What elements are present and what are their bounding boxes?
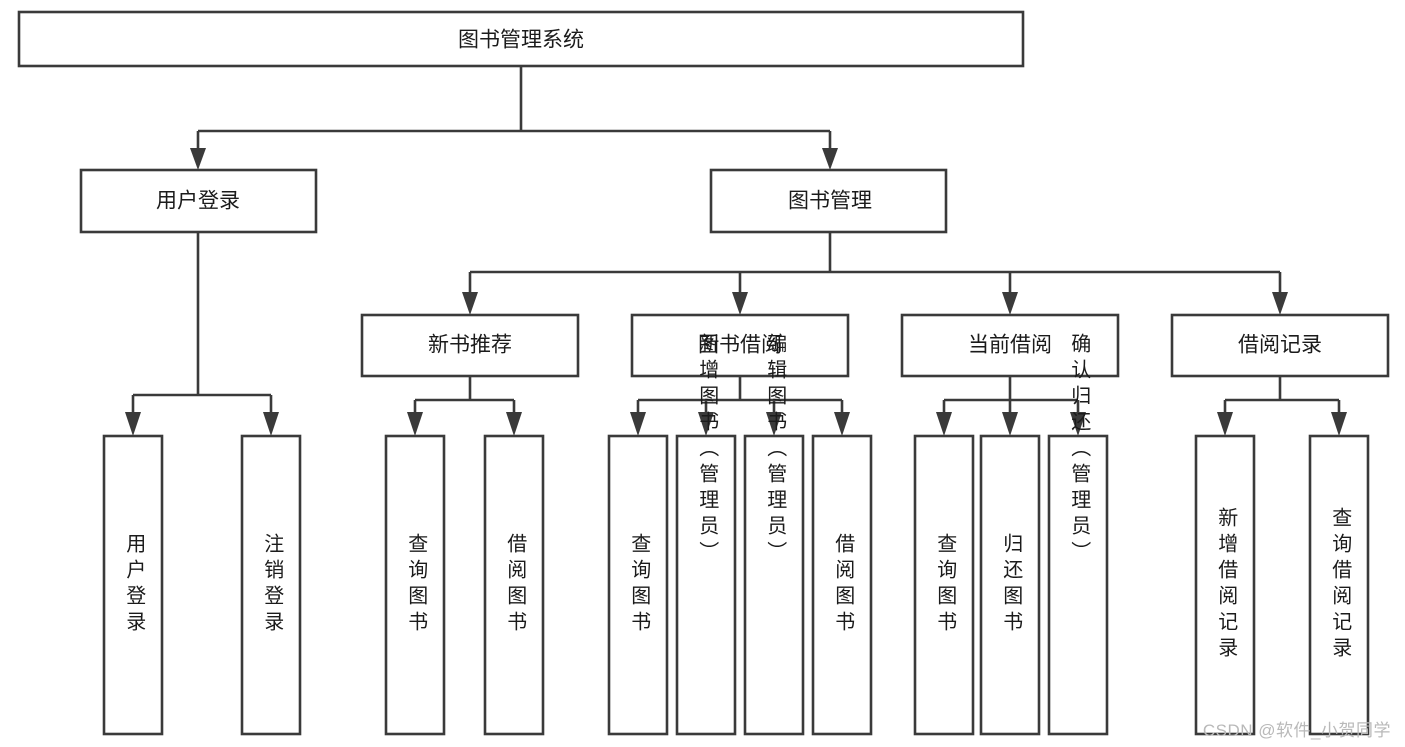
node-root[interactable]: 图书管理系统 <box>17 10 1025 68</box>
arrow-head-new-book-recommend <box>462 292 478 315</box>
leaf-node-br-add-record-box[interactable] <box>1194 434 1256 736</box>
leaf-node-cb-confirm-return-label: 确认归还（管理员） <box>1068 333 1091 567</box>
leaf-node-cb-confirm-return-box[interactable] <box>1047 434 1109 736</box>
arrow-head-leaf-user-login <box>125 412 141 436</box>
arrow-head-br-leaf-1 <box>1217 412 1233 436</box>
connector-current-borrow-to-leaves <box>942 376 1080 416</box>
leaf-node-nb-borrow-book-label: 借阅图书 <box>504 533 527 637</box>
leaf-node-cb-return-book-box[interactable] <box>979 434 1041 736</box>
node-user-login-label: 用户登录 <box>156 190 240 213</box>
node-borrow-record-box[interactable] <box>1170 313 1390 378</box>
leaf-node-bb-query-book-label: 查询图书 <box>628 533 651 637</box>
leaf-node-logout-label: 注销登录 <box>261 533 284 637</box>
leaf-node-bb-edit-book-label: 编辑图书（管理员） <box>764 333 787 567</box>
connector-book-borrow-to-leaves <box>636 376 844 416</box>
node-book-borrow[interactable]: 图书借阅 <box>630 313 850 378</box>
csdn-watermark: CSDN @软件_小贺同学 <box>1202 721 1391 740</box>
leaf-node-user-login-box[interactable] <box>102 434 164 736</box>
leaf-node-cb-query-book[interactable]: 查询图书 <box>913 434 975 736</box>
node-book-borrow-box[interactable] <box>630 313 850 378</box>
leaf-node-br-add-record-label: 新增借阅记录 <box>1215 507 1238 663</box>
leaf-node-br-add-record[interactable]: 新增借阅记录 <box>1194 434 1256 736</box>
node-user-login-box[interactable] <box>79 168 318 234</box>
node-borrow-record[interactable]: 借阅记录 <box>1170 313 1390 378</box>
leaf-node-nb-query-book[interactable]: 查询图书 <box>384 434 446 736</box>
connector-layer <box>125 66 1347 436</box>
leaf-node-br-query-record-box[interactable] <box>1308 434 1370 736</box>
connector-user-login-to-leaves <box>131 232 273 416</box>
leaf-node-logout[interactable]: 注销登录 <box>240 434 302 736</box>
leaf-node-cb-query-book-box[interactable] <box>913 434 975 736</box>
leaf-node-bb-edit-book[interactable]: 编辑图书（管理员） <box>743 333 805 736</box>
leaf-node-cb-return-book[interactable]: 归还图书 <box>979 434 1041 736</box>
leaf-node-cb-confirm-return[interactable]: 确认归还（管理员） <box>1047 333 1109 736</box>
node-book-management-label: 图书管理 <box>788 190 872 213</box>
leaf-node-br-query-record[interactable]: 查询借阅记录 <box>1308 434 1370 736</box>
node-new-book-recommend-box[interactable] <box>360 313 580 378</box>
connector-borrow-record-to-leaves <box>1223 376 1341 416</box>
leaf-node-nb-query-book-box[interactable] <box>384 434 446 736</box>
arrow-head-leaf-logout <box>263 412 279 436</box>
leaf-node-bb-query-book[interactable]: 查询图书 <box>607 434 669 736</box>
node-book-management-box[interactable] <box>709 168 948 234</box>
node-book-borrow-label: 图书借阅 <box>698 334 782 357</box>
node-book-management[interactable]: 图书管理 <box>709 168 948 234</box>
arrow-head-nb-leaf-2 <box>506 412 522 436</box>
node-user-login[interactable]: 用户登录 <box>79 168 318 234</box>
connector-book-manage-to-level3 <box>468 232 1282 297</box>
leaf-node-user-login-label: 用户登录 <box>123 533 146 637</box>
connector-root-to-level2 <box>196 66 832 152</box>
leaf-node-nb-query-book-label: 查询图书 <box>405 533 428 637</box>
arrow-head-cb-leaf-3 <box>1070 412 1086 436</box>
leaf-node-bb-add-book[interactable]: 新增图书（管理员） <box>675 333 737 736</box>
arrow-head-bb-leaf-1 <box>630 412 646 436</box>
leaf-node-logout-box[interactable] <box>240 434 302 736</box>
arrow-head-book-manage <box>822 148 838 170</box>
arrow-head-cb-leaf-2 <box>1002 412 1018 436</box>
arrow-head-bb-leaf-4 <box>834 412 850 436</box>
leaf-node-bb-borrow-book-label: 借阅图书 <box>832 533 855 637</box>
arrow-head-current-borrow <box>1002 292 1018 315</box>
node-current-borrow-label: 当前借阅 <box>968 334 1052 357</box>
leaf-node-bb-add-book-box[interactable] <box>675 434 737 736</box>
leaf-node-cb-query-book-label: 查询图书 <box>934 533 957 637</box>
leaf-node-nb-borrow-book-box[interactable] <box>483 434 545 736</box>
arrow-head-cb-leaf-1 <box>936 412 952 436</box>
node-new-book-recommend-label: 新书推荐 <box>428 334 512 357</box>
arrow-head-br-leaf-2 <box>1331 412 1347 436</box>
leaf-node-bb-edit-book-box[interactable] <box>743 434 805 736</box>
leaf-node-user-login[interactable]: 用户登录 <box>102 434 164 736</box>
arrow-head-borrow-record <box>1272 292 1288 315</box>
node-root-box[interactable] <box>17 10 1025 68</box>
leaf-node-br-query-record-label: 查询借阅记录 <box>1329 507 1352 663</box>
leaf-node-bb-query-book-box[interactable] <box>607 434 669 736</box>
arrow-head-bb-leaf-3 <box>766 412 782 436</box>
node-current-borrow-box[interactable] <box>900 313 1120 378</box>
node-borrow-record-label: 借阅记录 <box>1238 334 1322 357</box>
leaf-node-bb-borrow-book[interactable]: 借阅图书 <box>811 434 873 736</box>
arrow-head-bb-leaf-2 <box>698 412 714 436</box>
arrow-head-user-login <box>190 148 206 170</box>
connector-new-book-to-leaves <box>413 376 516 416</box>
node-current-borrow[interactable]: 当前借阅 <box>900 313 1120 378</box>
leaf-node-nb-borrow-book[interactable]: 借阅图书 <box>483 434 545 736</box>
leaf-node-bb-add-book-label: 新增图书（管理员） <box>696 333 719 567</box>
leaf-node-cb-return-book-label: 归还图书 <box>1000 533 1023 637</box>
arrow-head-book-borrow <box>732 292 748 315</box>
node-root-label: 图书管理系统 <box>458 29 584 52</box>
leaf-node-bb-borrow-book-box[interactable] <box>811 434 873 736</box>
node-new-book-recommend[interactable]: 新书推荐 <box>360 313 580 378</box>
arrow-head-nb-leaf-1 <box>407 412 423 436</box>
